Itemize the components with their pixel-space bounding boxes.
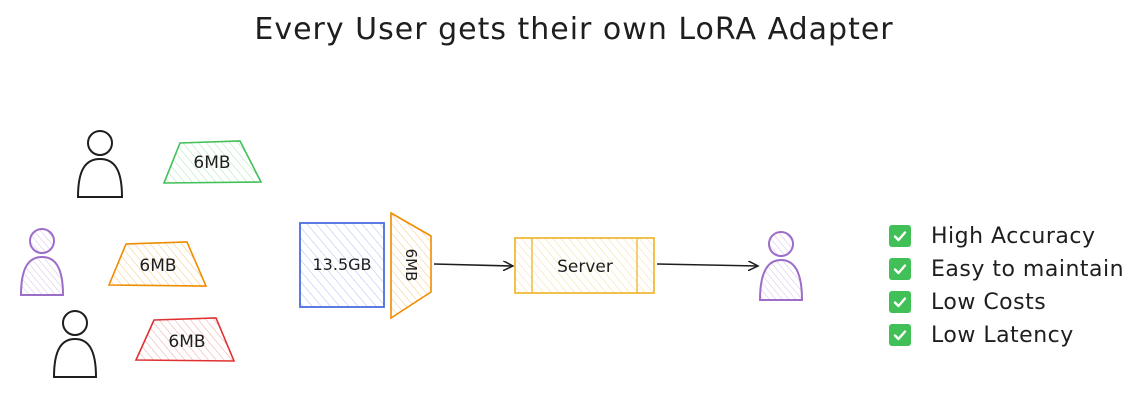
diagram-title: Every User gets their own LoRA Adapter [254,12,894,47]
user-icon-middle [19,228,65,296]
benefit-label: Low Latency [931,322,1074,348]
server-label: Server [557,257,613,277]
checkmark-icon [889,225,911,247]
benefit-label: High Accuracy [931,223,1096,249]
checkmark-icon [889,324,911,346]
adapter-red: 6MB [134,317,236,362]
attached-adapter-label: 6MB [402,249,420,282]
benefit-label: Low Costs [931,289,1047,315]
benefit-label: Easy to maintain [931,256,1125,282]
base-model-label: 13.5GB [313,255,372,274]
user-icon-output [758,231,804,301]
server-block: Server [514,237,655,294]
arrow-to-server [433,264,513,266]
base-model-block: 13.5GB [299,222,385,308]
user-icon-bottom [52,310,98,378]
benefit-item-low-latency: Low Latency [889,320,1074,350]
benefit-item-easy-to-maintain: Easy to maintain [889,254,1124,284]
user-icon-top [76,130,124,198]
checkmark-icon [889,291,911,313]
adapter-green: 6MB [162,140,263,184]
benefit-item-low-costs: Low Costs [889,287,1046,317]
checkmark-icon [889,258,911,280]
adapter-orange: 6MB [107,241,208,287]
arrow-to-user [656,264,758,266]
benefit-item-high-accuracy: High Accuracy [889,221,1096,251]
adapter-green-label: 6MB [193,153,230,173]
adapter-orange-label: 6MB [139,256,176,276]
adapter-red-label: 6MB [168,332,205,352]
attached-adapter: 6MB [390,211,432,320]
